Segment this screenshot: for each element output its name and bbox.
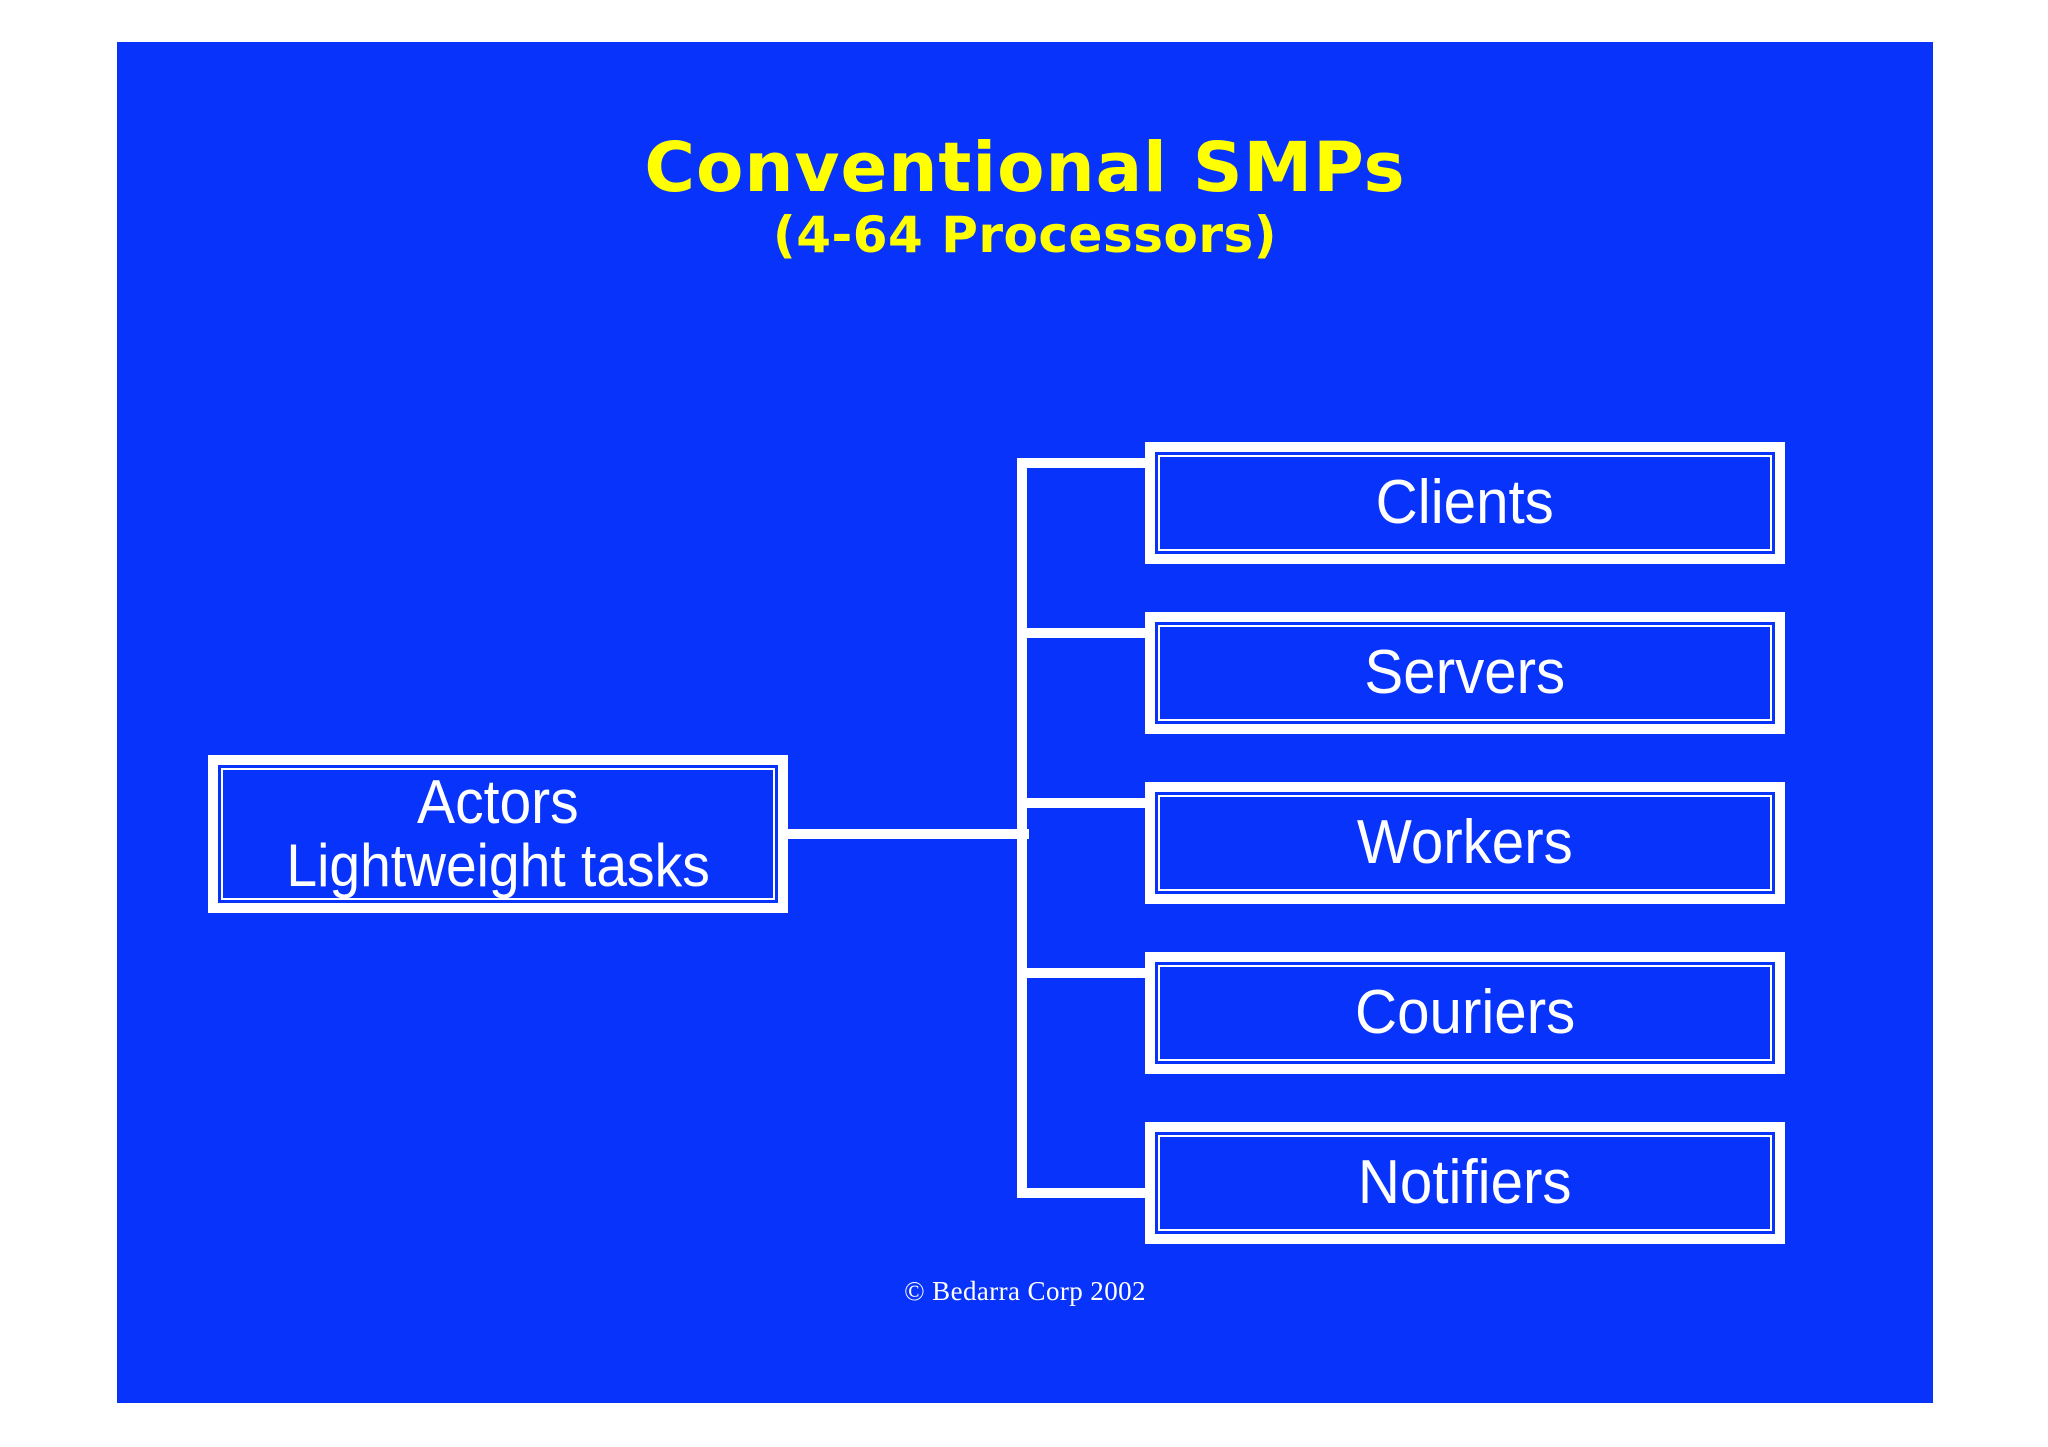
slide-canvas: Conventional SMPs (4-64 Processors) Acto… xyxy=(117,42,1933,1403)
diagram-node-couriers-label: Couriers xyxy=(1354,978,1576,1047)
diagram-node-servers-label: Servers xyxy=(1364,638,1566,707)
connector-branch-servers xyxy=(1017,628,1147,638)
diagram-node-couriers: Couriers xyxy=(1145,952,1785,1074)
diagram-node-notifiers: Notifiers xyxy=(1145,1122,1785,1244)
diagram-node-notifiers-label: Notifiers xyxy=(1358,1148,1572,1217)
connector-branch-couriers xyxy=(1017,968,1147,978)
diagram-node-actors: Actors Lightweight tasks xyxy=(208,755,788,913)
connector-branch-workers xyxy=(1017,798,1147,808)
diagram-node-workers: Workers xyxy=(1145,782,1785,904)
page-subtitle: (4-64 Processors) xyxy=(772,206,1278,265)
actors-tree-diagram: Actors Lightweight tasks Clients Servers… xyxy=(117,42,1933,1403)
diagram-node-clients-label: Clients xyxy=(1375,468,1555,537)
connector-branch-clients xyxy=(1017,458,1147,468)
diagram-node-actors-title: Actors xyxy=(417,767,579,837)
slide-title-block: Conventional SMPs (4-64 Processors) xyxy=(117,132,1933,267)
connector-vertical-trunk xyxy=(1017,458,1027,1198)
diagram-node-workers-label: Workers xyxy=(1357,808,1573,877)
connector-root-to-trunk xyxy=(788,829,1029,839)
diagram-node-servers: Servers xyxy=(1145,612,1785,734)
page-title: Conventional SMPs xyxy=(644,128,1406,208)
connector-branch-notifiers xyxy=(1017,1188,1147,1198)
diagram-node-clients: Clients xyxy=(1145,442,1785,564)
diagram-node-actors-subtitle: Lightweight tasks xyxy=(286,832,710,900)
copyright-footer: © Bedarra Corp 2002 xyxy=(904,1276,1146,1306)
